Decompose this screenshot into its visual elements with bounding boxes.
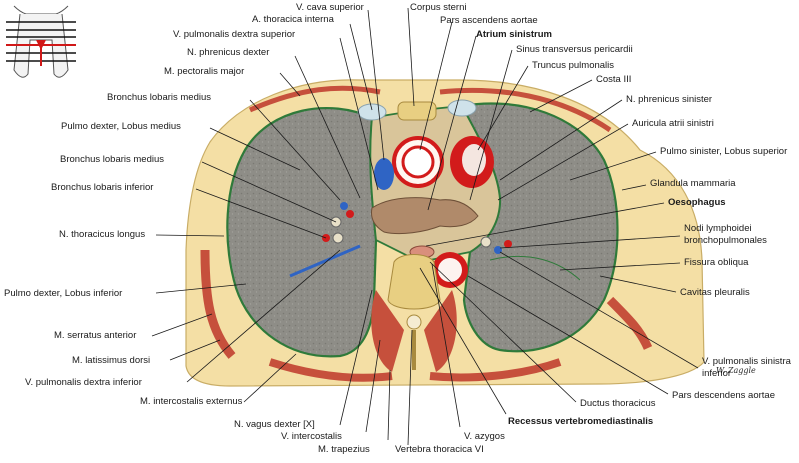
label-nodi-lymphoidei-2: bronchopulmonales	[684, 235, 767, 246]
v-cava-superior	[374, 158, 394, 190]
label-vertebra-thoracica: Vertebra thoracica VI	[395, 444, 484, 455]
back-muscles-right	[371, 290, 404, 372]
truncus-pulmonalis	[450, 136, 494, 188]
leader-lines	[151, 7, 699, 446]
pars-ascendens-aortae	[392, 136, 444, 188]
label-m-trapezius: M. trapezius	[318, 444, 370, 455]
label-nodi-lymphoidei-1: Nodi lymphoidei	[684, 223, 752, 234]
back-muscles-left	[424, 290, 457, 372]
label-fissura-obliqua: Fissura obliqua	[684, 257, 749, 268]
label-sinus-transversus: Sinus transversus pericardii	[516, 44, 633, 55]
label-auricula-atrii-sinistri: Auricula atrii sinistri	[632, 118, 714, 129]
label-pulmo-dexter-lobus-medius: Pulmo dexter, Lobus medius	[61, 121, 181, 132]
label-n-vagus-dexter: N. vagus dexter [X]	[234, 419, 315, 430]
label-bronchus-lobaris-inferior: Bronchus lobaris inferior	[51, 182, 154, 193]
label-v-pulm-sinistra-inferior-1: V. pulmonalis sinistra	[702, 356, 791, 367]
label-glandula-mammaria: Glandula mammaria	[650, 178, 736, 189]
orientation-thumbnail	[6, 5, 76, 78]
label-truncus-pulmonalis: Truncus pulmonalis	[532, 60, 615, 71]
label-v-intercostalis: V. intercostalis	[281, 431, 342, 442]
fissura-obliqua	[489, 255, 581, 281]
vertebra-thoracica	[387, 254, 441, 370]
costa-cartilage-right	[447, 99, 477, 117]
label-bronchus-lobaris-medius-2: Bronchus lobaris medius	[60, 154, 165, 165]
label-costa-iii: Costa III	[596, 74, 632, 85]
label-recessus-vertebromediastinalis: Recessus vertebromediastinalis	[508, 416, 654, 427]
label-atrium-sinistrum: Atrium sinistrum	[476, 29, 553, 40]
hilum-right	[289, 202, 361, 278]
label-corpus-sterni: Corpus sterni	[410, 2, 467, 13]
label-pars-descendens-aortae: Pars descendens aortae	[672, 390, 775, 401]
label-m-serratus-anterior: M. serratus anterior	[54, 330, 137, 341]
label-bronchus-lobaris-medius-1: Bronchus lobaris medius	[107, 92, 212, 103]
label-v-pulm-sinistra-inferior-2: inferior	[702, 368, 732, 379]
label-oesophagus: Oesophagus	[668, 197, 726, 208]
label-n-thoracicus-longus: N. thoracicus longus	[59, 229, 146, 240]
label-pulmo-dexter-lobus-inferior: Pulmo dexter, Lobus inferior	[4, 288, 123, 299]
label-m-pectoralis-major: M. pectoralis major	[164, 66, 245, 77]
label-v-pulm-dextra-superior: V. pulmonalis dextra superior	[173, 29, 296, 40]
label-cavitas-pleuralis: Cavitas pleuralis	[680, 287, 750, 298]
label-n-phrenicus-sinister: N. phrenicus sinister	[626, 94, 713, 105]
costa-cartilage-left	[357, 103, 387, 121]
illustrator-signature: W. Zaggle	[716, 366, 756, 375]
pars-descendens-aortae	[432, 252, 468, 288]
atrium-sinistrum	[371, 197, 479, 235]
label-pars-ascendens-aortae: Pars ascendens aortae	[440, 15, 538, 26]
label-v-cava-superior: V. cava superior	[296, 2, 364, 13]
corpus-sterni	[397, 101, 437, 121]
label-n-phrenicus-dexter: N. phrenicus dexter	[187, 47, 270, 58]
label-m-latissimus-dorsi: M. latissimus dorsi	[72, 355, 151, 366]
label-ductus-thoracicus: Ductus thoracicus	[580, 398, 656, 409]
label-v-pulm-dextra-inferior: V. pulmonalis dextra inferior	[25, 377, 142, 388]
label-pulmo-sinister-lobus-superior: Pulmo sinister, Lobus superior	[660, 146, 788, 157]
label-a-thoracica-interna: A. thoracica interna	[252, 14, 334, 25]
label-m-intercostalis-externus: M. intercostalis externus	[140, 396, 243, 407]
label-v-azygos: V. azygos	[464, 431, 505, 442]
